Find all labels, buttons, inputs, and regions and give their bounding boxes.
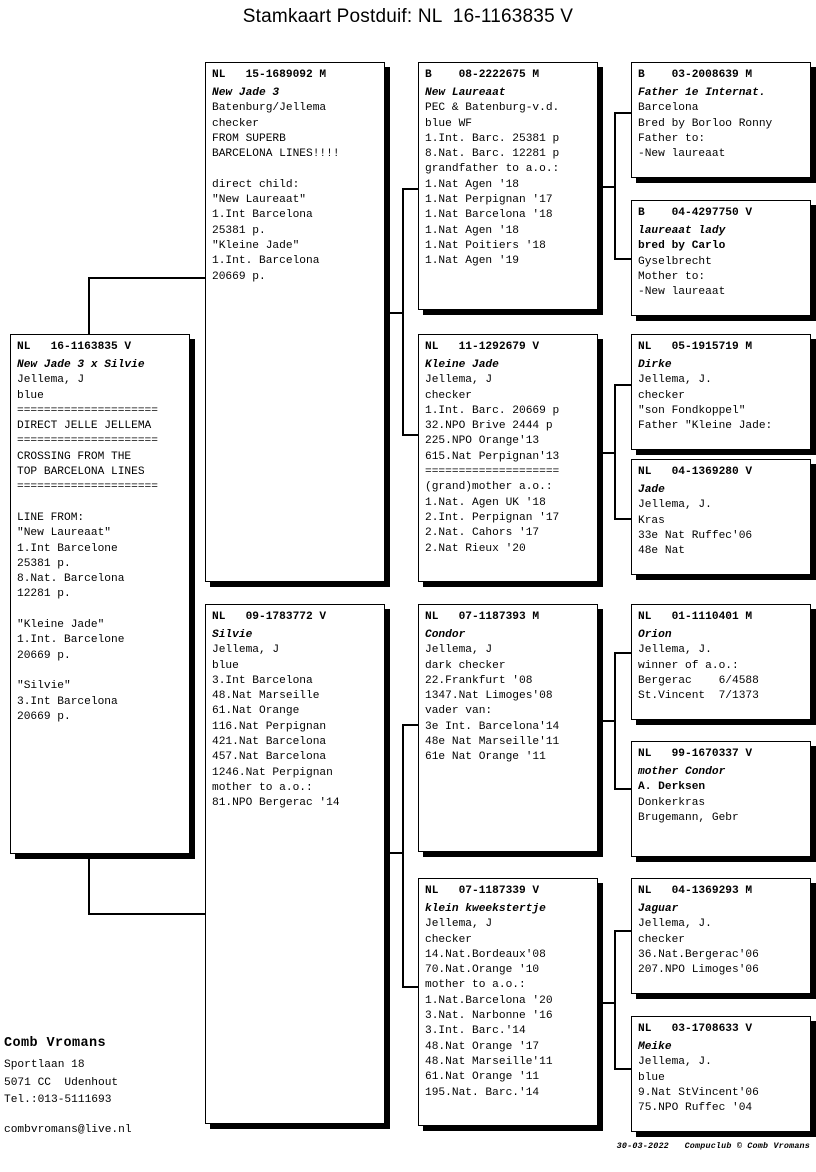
pigeon-name: mother Condor (638, 766, 726, 778)
pigeon-details: Jellema, J. winner of a.o.: Bergerac 6/4… (638, 644, 759, 703)
connector-g1-father-to-kleinejade (402, 434, 420, 436)
ring-number: NL 07-1187393 M (425, 611, 540, 623)
pedigree-box-g1-mother[interactable]: NL 09-1783772 V Silvie Jellema, J blue 3… (205, 604, 385, 1124)
ring-number: NL 09-1783772 V (212, 611, 327, 623)
breeder-address: Sportlaan 18 5071 CC Udenhout Tel.:013-5… (4, 1059, 119, 1106)
connector-g2-kweekstertje-to-jaguar (614, 930, 632, 932)
connector-g1-father-to-newlaureaat (402, 188, 420, 190)
pigeon-details: PEC & Batenburg-v.d. blue WF 1.Int. Barc… (425, 102, 560, 268)
connector-g2-kweekstertje-stub (592, 1002, 616, 1004)
connector-g2-condor-stub (592, 720, 616, 722)
connector-g2-newlaureaat-vertical (614, 112, 616, 260)
pedigree-box-g2-kleine-jade[interactable]: NL 11-1292679 V Kleine Jade Jellema, J c… (418, 334, 598, 582)
pedigree-box-g3-meike[interactable]: NL 03-1708633 V Meike Jellema, J. blue 9… (631, 1016, 811, 1132)
pedigree-box-g3-orion[interactable]: NL 01-1110401 M Orion Jellema, J. winner… (631, 604, 811, 720)
pigeon-details: Jellema, J. checker "son Fondkoppel" Fat… (638, 374, 773, 433)
pigeon-details: Batenburg/Jellema checker FROM SUPERB BA… (212, 102, 340, 283)
pigeon-details: Jellema, J checker 1.Int. Barc. 20669 p … (425, 374, 560, 555)
connector-g2-kweekstertje-vertical (614, 930, 616, 1070)
ring-number: NL 04-1369280 V (638, 466, 753, 478)
connector-g2-kleinejade-vertical (614, 384, 616, 520)
connector-g2-kleinejade-stub (592, 452, 616, 454)
pedigree-box-g3-jaguar[interactable]: NL 04-1369293 M Jaguar Jellema, J. check… (631, 878, 811, 994)
pigeon-name: Dirke (638, 359, 672, 371)
page-title: Stamkaart Postduif: NL 16-1163835 V (242, 6, 574, 27)
pedigree-box-g3-laureaat-lady[interactable]: B 04-4297750 V laureaat lady bred by Car… (631, 200, 811, 316)
pedigree-box-g1-father[interactable]: NL 15-1689092 M New Jade 3 Batenburg/Jel… (205, 62, 385, 582)
pigeon-name: Silvie (212, 629, 253, 641)
pigeon-name: Father 1e Internat. (638, 87, 766, 99)
pigeon-details: Jellema, J dark checker 22.Frankfurt '08… (425, 644, 560, 764)
connector-g2-condor-vertical (614, 652, 616, 790)
pigeon-details: Jellema, J blue ===================== DI… (17, 374, 158, 723)
pigeon-name: New Jade 3 (212, 87, 280, 99)
ring-number: NL 01-1110401 M (638, 611, 753, 623)
pigeon-details: Jellema, J blue 3.Int Barcelona 48.Nat M… (212, 644, 340, 810)
pedigree-box-g2-new-laureaat[interactable]: B 08-2222675 M New Laureaat PEC & Batenb… (418, 62, 598, 310)
pigeon-details: Jellema, J checker 14.Nat.Bordeaux'08 70… (425, 918, 553, 1099)
pigeon-details: bred by Carlo Gyselbrecht Mother to: -Ne… (638, 240, 726, 299)
breeder-email[interactable]: combvromans@live.nl (4, 1124, 132, 1136)
pigeon-name: Orion (638, 629, 672, 641)
pedigree-box-g3-jade[interactable]: NL 04-1369280 V Jade Jellema, J. Kras 33… (631, 459, 811, 575)
pigeon-name: Kleine Jade (425, 359, 499, 371)
pigeon-name: New Jade 3 x Silvie (17, 359, 145, 371)
connector-g1-mother-to-condor (402, 724, 420, 726)
pigeon-name: New Laureaat (425, 87, 506, 99)
ring-number: B 04-4297750 V (638, 207, 753, 219)
ring-number: NL 11-1292679 V (425, 341, 540, 353)
pigeon-name: Jaguar (638, 903, 679, 915)
pigeon-details: Barcelona Bred by Borloo Ronny Father to… (638, 102, 773, 161)
ring-number: NL 15-1689092 M (212, 69, 327, 81)
pigeon-details: A. Derksen Donkerkras Brugemann, Gebr (638, 781, 739, 824)
ring-number: NL 16-1163835 V (17, 341, 132, 353)
pedigree-box-g2-klein-kweekstertje[interactable]: NL 07-1187339 V klein kweekstertje Jelle… (418, 878, 598, 1126)
connector-g1-mother-stub (380, 852, 404, 854)
connector-g2-kleinejade-to-dirke (614, 384, 632, 386)
connector-g2-newlaureaat-stub (592, 186, 616, 188)
pigeon-details: Jellema, J. blue 9.Nat StVincent'06 75.N… (638, 1056, 759, 1115)
pedigree-box-g3-father-1e-internat[interactable]: B 03-2008639 M Father 1e Internat. Barce… (631, 62, 811, 178)
breeder-name: Comb Vromans (4, 1036, 107, 1051)
connector-g1-father-vertical (402, 188, 404, 436)
pedigree-box-subject[interactable]: NL 16-1163835 V New Jade 3 x Silvie Jell… (10, 334, 190, 854)
connector-subject-to-father (88, 277, 208, 279)
connector-g2-condor-to-mothercondor (614, 788, 632, 790)
ring-number: NL 05-1915719 M (638, 341, 753, 353)
pedigree-box-g3-mother-condor[interactable]: NL 99-1670337 V mother Condor A. Derksen… (631, 741, 811, 857)
connector-g2-condor-to-orion (614, 652, 632, 654)
pigeon-name: klein kweekstertje (425, 903, 546, 915)
pedigree-box-g3-dirke[interactable]: NL 05-1915719 M Dirke Jellema, J. checke… (631, 334, 811, 450)
connector-g2-newlaureaat-to-father (614, 112, 632, 114)
pigeon-details: Jellema, J. Kras 33e Nat Ruffec'06 48e N… (638, 499, 753, 558)
connector-g2-kweekstertje-to-meike (614, 1068, 632, 1070)
software-credit: 30-03-2022 Compuclub © Comb Vromans (616, 1141, 810, 1151)
pigeon-name: Meike (638, 1041, 672, 1053)
pigeon-details: Jellema, J. checker 36.Nat.Bergerac'06 2… (638, 918, 759, 977)
ring-number: NL 99-1670337 V (638, 748, 753, 760)
pigeon-name: Condor (425, 629, 466, 641)
connector-g1-mother-vertical (402, 724, 404, 988)
connector-g2-kleinejade-to-jade (614, 518, 632, 520)
pigeon-name: Jade (638, 484, 665, 496)
pigeon-name: laureaat lady (638, 225, 726, 237)
ring-number: NL 07-1187339 V (425, 885, 540, 897)
ring-number: B 03-2008639 M (638, 69, 753, 81)
ring-number: NL 04-1369293 M (638, 885, 753, 897)
connector-g1-father-stub (380, 312, 404, 314)
connector-g2-newlaureaat-to-mother (614, 258, 632, 260)
ring-number: NL 03-1708633 V (638, 1023, 753, 1035)
ring-number: B 08-2222675 M (425, 69, 540, 81)
connector-subject-to-mother (88, 913, 208, 915)
connector-g1-mother-to-kweekstertje (402, 986, 420, 988)
pedigree-box-g2-condor[interactable]: NL 07-1187393 M Condor Jellema, J dark c… (418, 604, 598, 852)
